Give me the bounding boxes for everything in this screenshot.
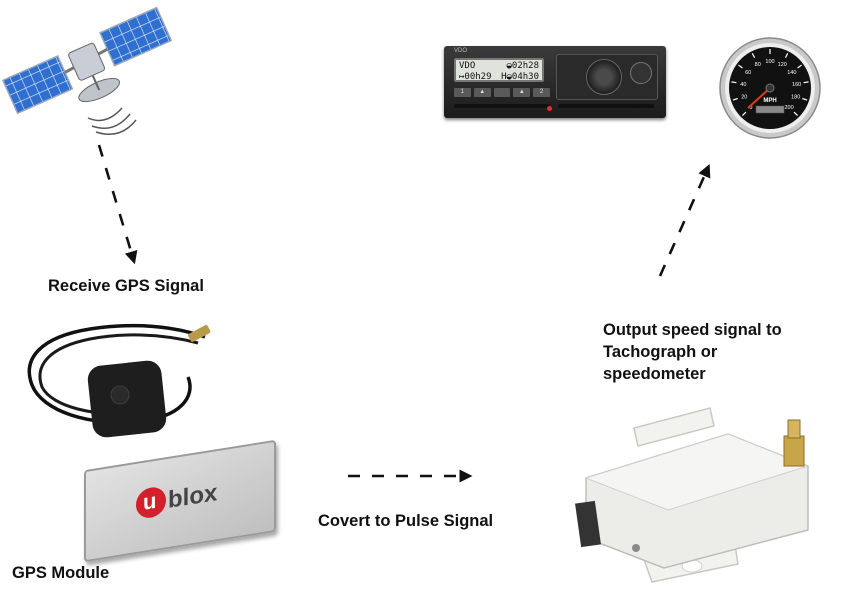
lcd-row1-left: VDO (459, 61, 476, 71)
speedometer-tick-label: 140 (787, 70, 796, 76)
arrow-converter-to-speedometer (658, 164, 711, 277)
speedometer-tick-label: 100 (765, 59, 774, 65)
speedometer-tick (797, 64, 802, 69)
status-led (632, 544, 640, 552)
speedometer-tick (731, 81, 737, 84)
tachograph-dpad (586, 59, 622, 95)
speedometer-tick-label: 180 (791, 94, 800, 100)
gps-antenna (27, 323, 211, 438)
ublox-logo-text: blox (168, 479, 218, 514)
speedometer-tick (784, 52, 789, 58)
sma-antenna-connector (783, 435, 805, 467)
speedometer-needle (747, 87, 771, 109)
tachograph-key-2: 2 (533, 88, 550, 97)
output-speed-signal-label: Output speed signal to Tachograph or spe… (603, 319, 843, 385)
output-label-line-1: Output speed signal to (603, 321, 782, 339)
speedometer-tick (732, 97, 738, 101)
tachograph-device: VDO VDO ◒02h28 ↦00h29 H◒04h30 1 ▲ ▲ 2 (444, 46, 666, 118)
speedometer-tick (751, 52, 756, 58)
speedometer-tick-label: 20 (741, 94, 747, 100)
tachograph-key: ▲ (473, 88, 491, 97)
satellite-icon (1, 6, 173, 135)
sma-connector (188, 325, 211, 342)
speedometer-tick (802, 97, 808, 101)
output-label-line-2: Tachograph or (603, 343, 718, 361)
speedometer-tick (738, 64, 743, 69)
speedometer-tick-label: 160 (792, 82, 801, 88)
lcd-row1-right: ◒02h28 (506, 61, 539, 71)
receive-gps-signal-label: Receive GPS Signal (48, 277, 204, 295)
tachograph-display: VDO ◒02h28 ↦00h29 H◒04h30 (454, 58, 544, 82)
tachograph-key: ▲ (513, 88, 531, 97)
speedometer-tick (803, 81, 809, 84)
gps-module-label: GPS Module (12, 564, 110, 582)
pulse-converter-box (575, 407, 810, 583)
speedometer-tick (793, 111, 799, 117)
cable-strap (575, 500, 601, 548)
speedometer-tick-label: 80 (755, 62, 761, 68)
tachograph-keys: 1 ▲ ▲ 2 (454, 88, 550, 97)
speedometer-tick-label: 0 (749, 105, 752, 111)
arrow-satellite-to-receiver (97, 144, 138, 265)
mounting-ear-top (633, 407, 715, 447)
lcd-row2-right: H◒04h30 (501, 72, 539, 82)
speedometer-tick-label: 120 (778, 62, 787, 68)
tachograph-led (547, 106, 552, 111)
speedometer-unit: MPH (763, 98, 776, 104)
odometer (755, 105, 785, 114)
tachograph-brand: VDO (454, 48, 468, 54)
tachograph-key-1: 1 (454, 88, 471, 97)
covert-to-pulse-label: Covert to Pulse Signal (318, 512, 494, 530)
speedometer-tick-label: 40 (740, 82, 746, 88)
tachograph-button (630, 62, 652, 84)
card-slot-1 (454, 104, 550, 108)
speedometer-tick (741, 111, 747, 117)
output-label-line-3: speedometer (603, 365, 706, 383)
card-slot-2 (558, 104, 654, 108)
speedometer-tick-label: 200 (784, 105, 793, 111)
tachograph-key (493, 88, 511, 97)
speedometer-tick-label: 60 (745, 70, 751, 76)
lcd-row2-left: ↦00h29 (459, 72, 492, 82)
ublox-logo-u: u (143, 487, 157, 515)
